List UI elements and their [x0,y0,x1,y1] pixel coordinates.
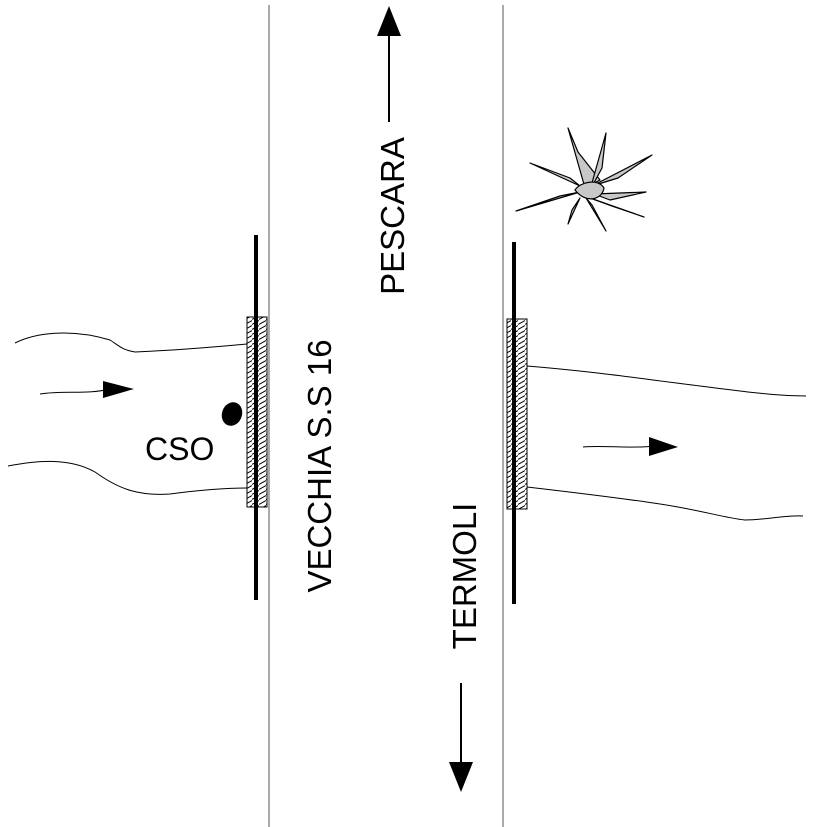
bridge-left [246,235,268,600]
direction-north-arrow-head [377,6,401,36]
direction-north: PESCARA [374,6,411,295]
bridge-right-deck [506,318,528,510]
cso-label: CSO [145,431,214,467]
direction-south-label: TERMOLI [446,503,483,650]
direction-south-arrow-head [449,762,473,792]
flow-arrow-left-head [103,381,134,398]
stream-right-lower-bank [526,486,804,521]
direction-north-label: PESCARA [374,137,411,295]
direction-south: TERMOLI [446,503,483,792]
flow-arrow-right-shaft [582,445,656,448]
stream-right [526,365,807,521]
flow-arrow-right-head [649,437,678,456]
cso-point [221,402,243,426]
stream-left-lower-bank [7,460,248,495]
bridge-left-deck [246,316,268,508]
bridge-right [506,242,528,604]
stream-left-upper-bank [14,332,248,353]
flow-arrow-left [39,381,134,398]
stream-left [7,332,248,495]
flow-arrow-left-shaft [39,388,111,395]
plant-icon [515,127,653,232]
road-name-label: VECCHIA S.S 16 [301,339,338,592]
stream-right-upper-bank [526,365,807,397]
flow-arrow-right [582,437,678,456]
